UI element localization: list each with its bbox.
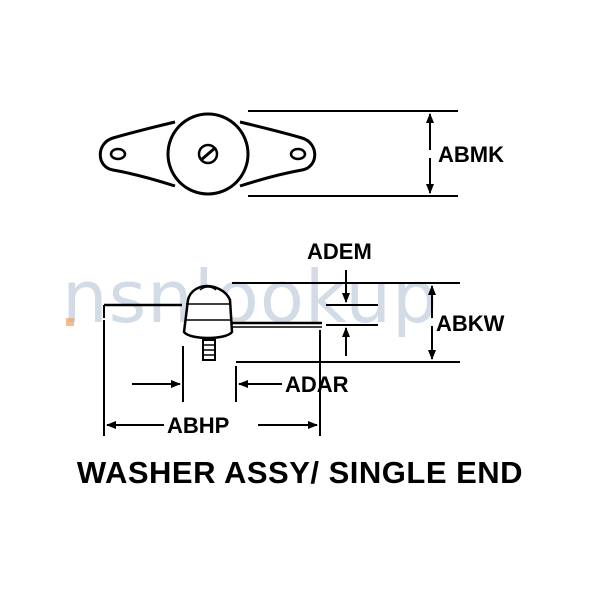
abkw-dimension: [232, 270, 460, 363]
abkw-label: ABKW: [436, 311, 505, 336]
top-view: [98, 112, 317, 196]
washer-body: [182, 284, 234, 340]
right-lobe-hole: [289, 147, 307, 161]
diagram-caption: WASHER ASSY/ SINGLE END: [76, 455, 524, 490]
abhp-label: ABHP: [167, 413, 229, 438]
abmk-dimension: [248, 110, 458, 197]
screw-head: [197, 143, 219, 165]
body-dome: [199, 286, 217, 291]
watermark-dot: [66, 318, 74, 326]
side-view: [103, 284, 322, 361]
flange-outline: [98, 120, 317, 188]
abhp-dimension: [103, 320, 321, 436]
adem-label: ADEM: [307, 239, 372, 264]
screw-slot: [200, 146, 216, 162]
left-lobe-hole: [109, 147, 127, 161]
adar-dimension: [132, 346, 282, 402]
abmk-label: ABMK: [438, 142, 504, 167]
adar-label: ADAR: [285, 372, 349, 397]
